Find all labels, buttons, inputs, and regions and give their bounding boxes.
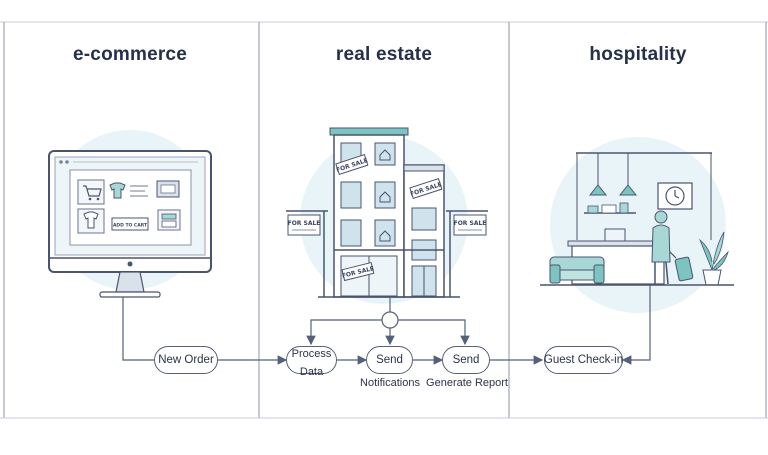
office-building-icon: FOR SALE FOR SALE FOR SALE FOR SALE FOR … <box>286 127 488 304</box>
shopping-cart-icon <box>77 179 105 205</box>
send-notifications-node: Send <box>366 346 413 374</box>
process-data-node: Process Data <box>286 346 337 378</box>
sofa-icon <box>549 256 605 284</box>
tshirt-icon <box>77 208 105 234</box>
generate-report-caption: Generate Report <box>426 377 508 389</box>
guest-checkin-node: Guest Check-in <box>544 346 623 374</box>
add-to-cart-label: ADD TO CART <box>113 223 148 229</box>
monitor-icon: ADD TO CART <box>48 130 212 298</box>
send-notifications-caption: Notifications <box>360 377 420 389</box>
for-sale-sign-left: FOR SALE <box>288 220 321 227</box>
plant-icon <box>699 231 729 286</box>
section-title-hospitality: hospitality <box>589 44 687 65</box>
new-order-node: New Order <box>154 346 218 374</box>
section-title-ecommerce: e-commerce <box>73 44 187 65</box>
send-report-node: Send <box>442 346 490 374</box>
flow-connectors <box>122 285 651 365</box>
for-sale-sign-right: FOR SALE <box>454 220 487 227</box>
process-data-line1: Process <box>291 348 332 360</box>
section-title-real-estate: real estate <box>335 44 433 65</box>
luggage-icon <box>669 251 694 282</box>
panel-frame <box>0 21 768 419</box>
hotel-lobby-icon <box>540 137 734 313</box>
process-data-line2: Data <box>299 366 324 378</box>
clock-icon <box>657 182 693 210</box>
